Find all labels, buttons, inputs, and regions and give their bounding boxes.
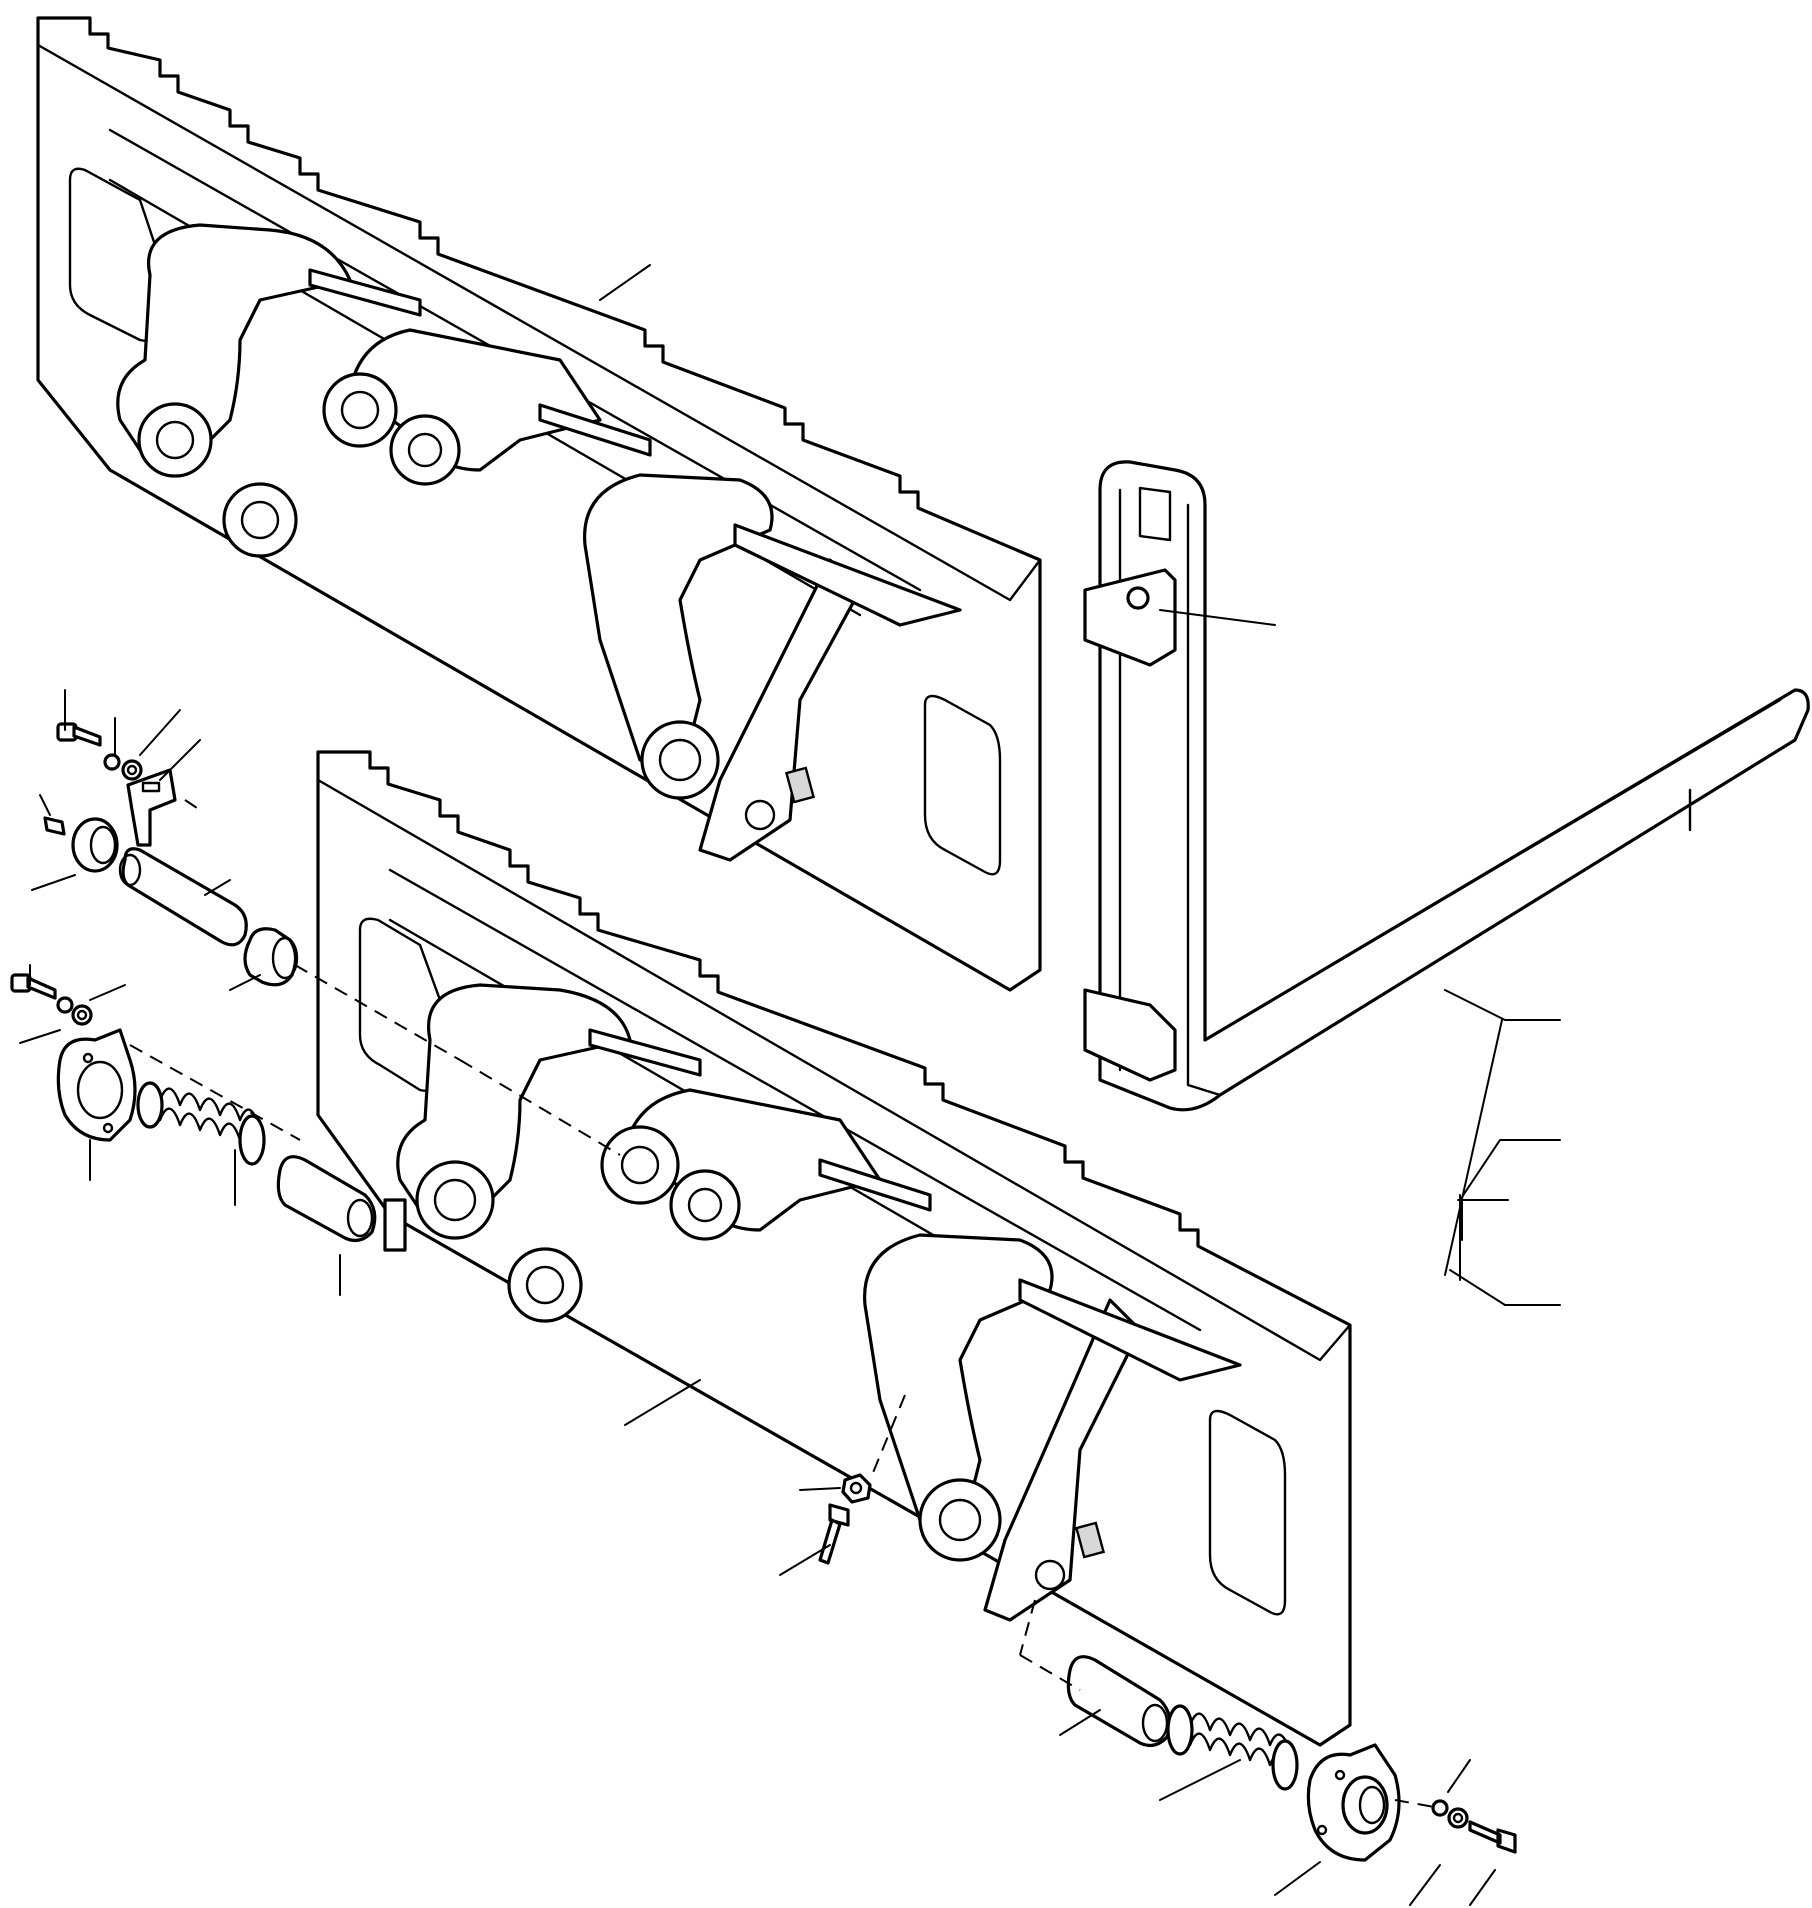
compression-spring-right (1166, 1704, 1299, 1791)
upper-pivot-eye-2 (222, 482, 298, 558)
lower-pivot-eye-1 (415, 1160, 495, 1240)
set-screw-left (43, 816, 66, 836)
lock-washer-upper-left (121, 759, 143, 781)
hinge-pin (121, 847, 248, 947)
hex-bolt-middle (818, 1503, 850, 1565)
bolt-upper-left (56, 722, 102, 747)
lock-washer-lower-left (71, 1004, 93, 1026)
fork-tine (1083, 460, 1810, 1112)
stub-pin-left (276, 1155, 377, 1243)
lower-pivot-eye-3 (600, 1125, 680, 1205)
upper-right-window (923, 694, 1002, 876)
assembly-center-lines (129, 799, 1441, 1809)
lower-right-window (1208, 1409, 1287, 1616)
lower-fork-carriage (316, 750, 1352, 1747)
upper-pivot-eye-4 (640, 720, 720, 800)
hex-nut (841, 1473, 872, 1504)
fork-lock-lower (1083, 988, 1177, 1082)
lower-pivot-eye-4 (918, 1478, 1002, 1562)
bushing-cap (71, 817, 119, 873)
right-hardware-group (818, 1473, 1517, 1862)
upper-fork-carriage (36, 16, 1042, 992)
compression-spring-left (136, 1081, 266, 1166)
upper-pivot-eye-1 (137, 402, 213, 478)
lower-right-gusset (983, 1298, 1142, 1622)
fork-lock-pin (1126, 586, 1150, 610)
fork-lock-upper (1083, 568, 1177, 667)
bolt-right (1468, 1820, 1517, 1854)
lower-pivot-eye-2 (507, 1247, 583, 1323)
washer-lower-left (56, 996, 74, 1014)
lower-stop-block (383, 1198, 407, 1252)
upper-right-gusset (698, 558, 862, 862)
fork-shank (1098, 460, 1810, 1112)
upper-hook-left (116, 223, 352, 462)
end-flange-left (56, 1028, 137, 1142)
retaining-bracket (126, 768, 177, 847)
upper-carriage-plate (36, 16, 1042, 992)
stub-pin-right (1066, 1655, 1172, 1748)
left-hardware-group (10, 722, 377, 1243)
washer-upper-left (103, 753, 121, 771)
leader-lines (19, 264, 1561, 1906)
leader-bracket-fork (1444, 989, 1561, 1021)
lock-washer-right (1447, 1807, 1469, 1829)
upper-pivot-eye-3 (322, 372, 398, 448)
washer-right (1431, 1799, 1449, 1817)
